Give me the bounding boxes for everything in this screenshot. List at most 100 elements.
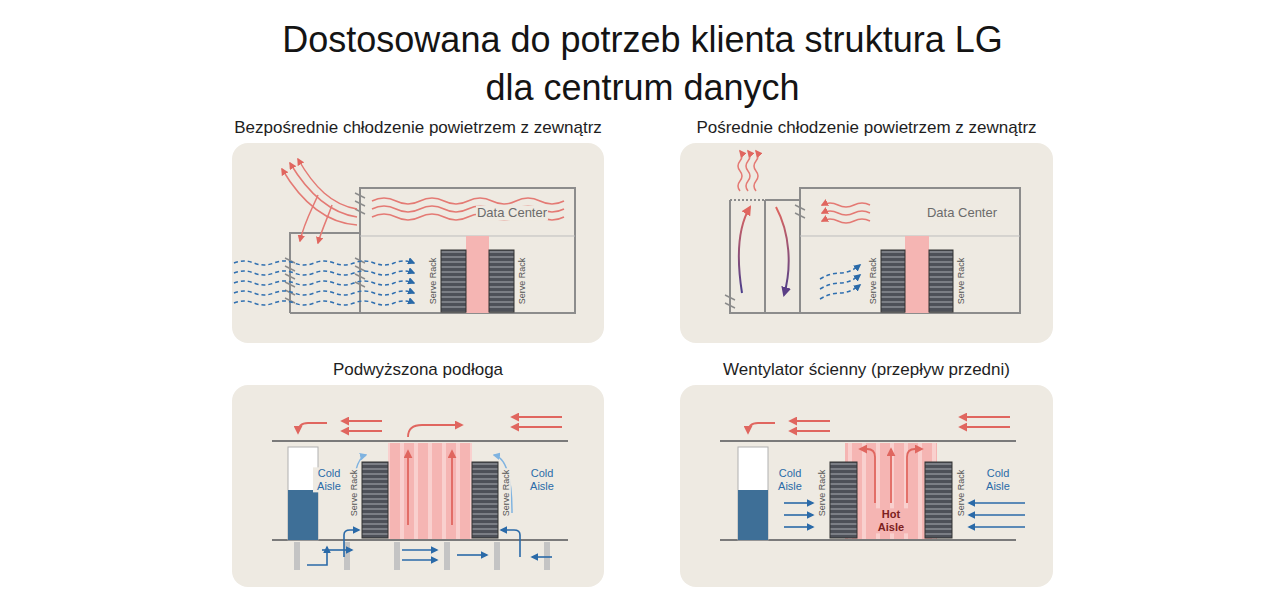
raised-floor-illustration-part [298,423,327,433]
raised-floor-illustration-part [294,542,550,570]
indirect-cooling-illustration-part [795,213,805,218]
direct-cooling-illustration-part [355,209,365,214]
indirect-cooling-illustration [680,143,1052,343]
raised-floor-illustration-part [444,542,450,570]
rack-label: Serve Rack [428,257,438,306]
direct-cooling-illustration-part [282,169,357,225]
indirect-cooling-illustration-part [746,151,750,191]
raised-floor-illustration-part [402,559,437,561]
wall-fan-illustration-part [790,420,830,422]
aisle-label: Hot Aisle [874,508,908,533]
indirect-cooling-illustration-part [820,265,860,279]
indirect-cooling-illustration-part [730,199,765,201]
direct-cooling-illustration-part [234,281,414,285]
direct-cooling-illustration-part [355,258,365,263]
cooling-panel: Bezpośrednie chłodzenie powietrzem z zew… [232,143,604,343]
direct-cooling-illustration-part [300,195,318,241]
panel-heading: Bezpośrednie chłodzenie powietrzem z zew… [234,118,602,138]
wall-fan-illustration-part [969,526,1025,528]
direct-cooling-illustration-part [234,291,414,295]
indirect-cooling-illustration-part [765,199,800,201]
raised-floor-illustration-part [402,549,437,551]
indirect-cooling-illustration-part [730,200,800,313]
direct-cooling-illustration-part [282,159,564,243]
aisle-label: Cold Aisle [982,467,1014,492]
wall-fan-illustration-part [720,440,1016,442]
indirect-cooling-illustration-part [738,151,742,191]
indirect-cooling-illustration-part [739,207,750,293]
rack-label: Serve Rack [817,469,827,518]
wall-fan-illustration-part [907,449,922,503]
wall-fan-illustration-part [738,490,768,540]
indirect-cooling-illustration-part [764,200,766,313]
direct-cooling-illustration-part [290,188,575,313]
wall-fan-illustration-part [845,443,937,540]
wall-fan-illustration-part [860,449,875,503]
raised-floor-illustration-part [307,547,327,565]
wall-fan-illustration-part [960,416,1010,418]
panel-heading: Pośrednie chłodzenie powietrzem z zewnąt… [696,118,1036,138]
raised-floor-illustration-part [407,451,409,525]
raised-floor-illustration-part [394,542,400,570]
raised-floor-illustration-part [408,425,462,437]
rack-label: Serve Rack [956,469,966,518]
raised-floor-illustration-part [501,530,520,557]
aisle-label: Cold Aisle [313,467,345,492]
wall-fan-illustration-part [748,417,1010,503]
direct-cooling-illustration-part [290,312,360,314]
direct-cooling-illustration-part [355,201,365,206]
raised-floor-illustration-part [352,455,512,513]
room-label: Data Center [476,206,548,221]
direct-cooling-illustration-part [285,193,365,303]
indirect-cooling-illustration-part [881,250,905,312]
room-label: Data Center [926,206,998,221]
panel-heading: Wentylator ścienny (przepływ przedni) [723,360,1010,380]
indirect-cooling-illustration-part [795,205,805,210]
wall-fan-illustration-part [969,502,1025,504]
rack-label: Serve Rack [501,469,511,518]
raised-floor-illustration-part [298,417,562,525]
wall-fan-illustration-part [784,502,813,504]
raised-floor-illustration-part [294,542,300,570]
indirect-cooling-illustration-part [754,151,758,191]
direct-cooling-illustration-part [290,163,357,217]
raised-floor-illustration-part [532,556,552,558]
raised-floor-illustration-part [472,462,498,538]
rack-label: Serve Rack [956,257,966,306]
rack-label: Serve Rack [517,257,527,306]
indirect-cooling-illustration-part [738,151,870,223]
wall-fan-illustration-part [790,430,830,432]
aisle-label: Cold Aisle [526,467,558,492]
direct-cooling-illustration-part [318,205,332,243]
direct-cooling-illustration-part [355,282,365,287]
raised-floor-illustration-part [494,542,500,570]
raised-floor-illustration-part [342,430,382,432]
raised-floor-illustration-part [342,420,382,422]
direct-cooling-illustration-part [234,261,414,265]
raised-floor-illustration-part [344,530,359,557]
raised-floor-illustration-part [288,490,318,540]
indirect-cooling-illustration-part [820,285,860,299]
direct-cooling-illustration-part [285,282,295,287]
direct-cooling-illustration-part [234,271,414,275]
direct-cooling-illustration-part [372,198,564,204]
raised-floor-illustration-part [362,462,388,538]
direct-cooling-illustration-part [441,250,466,312]
indirect-cooling-illustration-part [725,205,805,308]
direct-cooling-illustration [232,143,604,343]
raised-floor-illustration-part [512,416,562,418]
indirect-cooling-illustration-part [820,265,860,299]
indirect-cooling-illustration-part [822,219,870,223]
raised-floor-illustration-part [272,440,568,442]
cooling-panel: Pośrednie chłodzenie powietrzem z zewnąt… [680,143,1053,343]
indirect-cooling-illustration-part [739,207,789,295]
indirect-cooling-illustration-part [820,275,860,289]
wall-fan-illustration-part [748,423,775,433]
direct-cooling-illustration-part [466,236,489,313]
raised-floor-illustration-part [544,542,550,570]
raised-floor-illustration-part [388,443,472,540]
direct-cooling-illustration-part [355,193,365,198]
cooling-panel: Wentylator ścienny (przepływ przedni)Col… [680,385,1053,587]
cooling-panel: Podwyższona podłogaCold AisleServe RackS… [232,385,604,587]
